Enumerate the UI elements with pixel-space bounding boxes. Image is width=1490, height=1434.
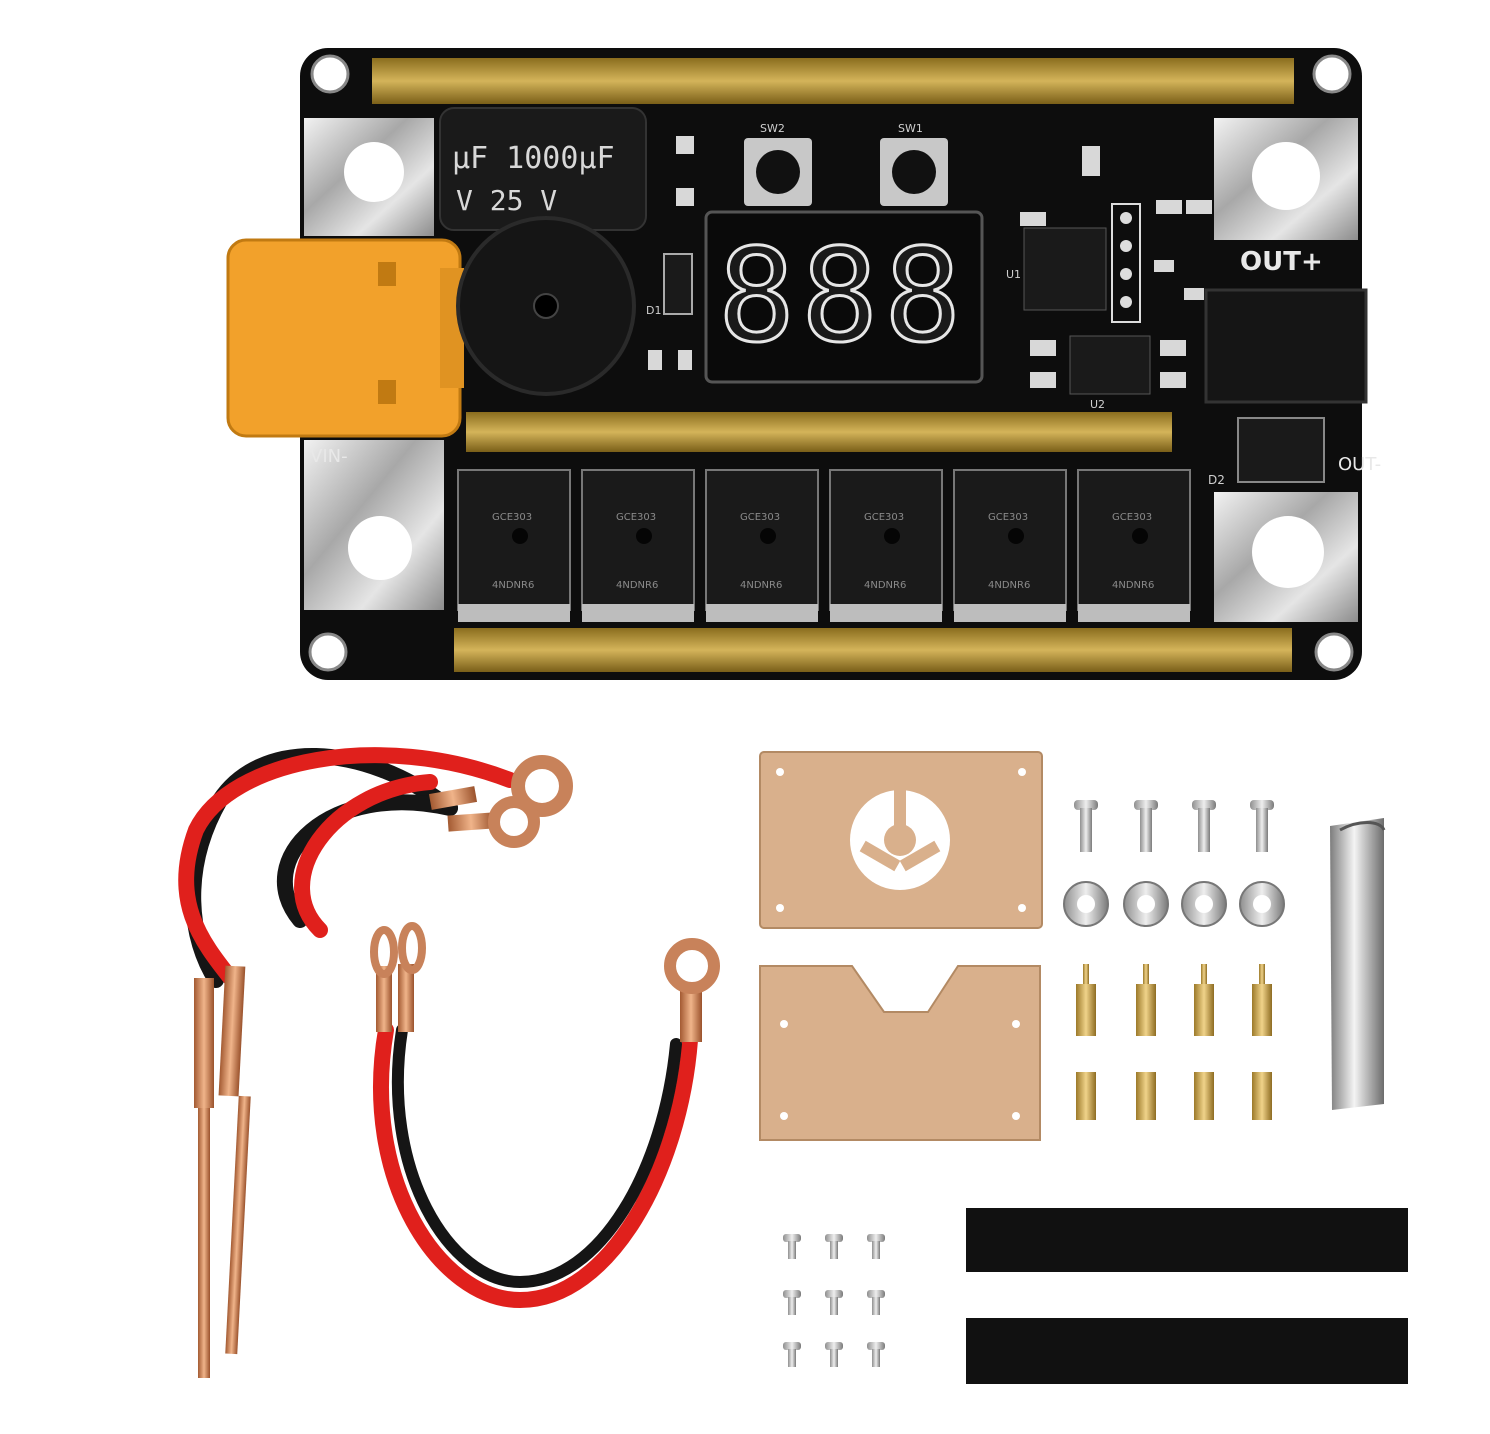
- brass-standoff-short: [1076, 1072, 1096, 1120]
- nickel-strip-roll: [1330, 818, 1386, 1110]
- silk-out-plus: OUT+: [1240, 247, 1323, 277]
- smd-components: [648, 136, 1212, 388]
- brass-standoff-long: [1194, 964, 1214, 1036]
- mount-hole-top-left: [310, 54, 350, 94]
- welding-pen-right: [218, 965, 251, 1355]
- electrolytic-capacitor: μF 1000μF V 25 V: [439, 107, 647, 231]
- mosfet-label: GCE303: [616, 512, 656, 523]
- mount-hole-bottom-left: [308, 632, 348, 672]
- mosfet: GCE303 4NDNR6: [581, 469, 695, 622]
- hex-nut: [1239, 881, 1285, 927]
- hex-nut: [1063, 881, 1109, 927]
- mosfet-label: 4NDNR6: [492, 580, 534, 591]
- silk-d1: D1: [646, 304, 661, 317]
- screw-small: [867, 1234, 885, 1259]
- wire-short-black: [392, 1024, 682, 1289]
- xt60-connector: [226, 238, 464, 438]
- ring-terminal-1: [428, 755, 573, 817]
- brass-bar-middle: [466, 412, 1172, 452]
- screw-large: [1074, 800, 1098, 852]
- screw-small: [867, 1342, 885, 1367]
- capacitor-label-bottom: V 25 V: [456, 184, 557, 217]
- hardware-kit: [783, 800, 1285, 1367]
- brass-standoff-short: [1252, 1072, 1272, 1120]
- wire-short-red: [373, 1022, 698, 1309]
- screw-small: [783, 1342, 801, 1367]
- mosfet-label: 4NDNR6: [740, 580, 782, 591]
- mosfet: GCE303 4NDNR6: [1077, 469, 1191, 622]
- mosfet-label: 4NDNR6: [864, 580, 906, 591]
- silk-d2: D2: [1208, 473, 1225, 487]
- heatshrink-tube-1: [966, 1208, 1408, 1272]
- sw2-button: SW2: [744, 122, 812, 206]
- welding-pen-left: [194, 978, 214, 1378]
- brass-standoff-long: [1252, 964, 1272, 1036]
- screw-large: [1250, 800, 1274, 852]
- screw-small: [825, 1234, 843, 1259]
- mosfet-label: 4NDNR6: [616, 580, 658, 591]
- mosfet-label: 4NDNR6: [1112, 580, 1154, 591]
- mosfet-label: GCE303: [492, 512, 532, 523]
- hex-nut: [1123, 881, 1169, 927]
- silk-sw2: SW2: [760, 122, 785, 135]
- mosfet-label: GCE303: [740, 512, 780, 523]
- screw-large: [1134, 800, 1158, 852]
- seven-segment-display: 888: [704, 210, 984, 384]
- input-lead: [373, 1022, 698, 1309]
- display-digits: 888: [718, 222, 967, 371]
- screw-small: [783, 1234, 801, 1259]
- capacitor-label-top: μF 1000μF: [452, 141, 615, 176]
- screw-small: [783, 1290, 801, 1315]
- mosfet: GCE303 4NDNR6: [829, 469, 943, 622]
- screw-large: [1192, 800, 1216, 852]
- diode-d1: [663, 253, 693, 315]
- dc-jack: [1204, 288, 1368, 404]
- output-lead-with-pens: [178, 747, 518, 988]
- screw-small: [867, 1290, 885, 1315]
- mosfet-label: GCE303: [1112, 512, 1152, 523]
- mosfet-row: GCE3034NDNR6GCE3034NDNR6GCE3034NDNR6GCE3…: [457, 469, 1191, 622]
- brass-standoff-long: [1136, 964, 1156, 1036]
- ring-terminal-4: [398, 922, 426, 1032]
- acrylic-top-plate: [759, 751, 1043, 929]
- mount-hole-bottom-right: [1314, 632, 1354, 672]
- ring-terminal-5: [664, 938, 720, 1042]
- mosfet: GCE303 4NDNR6: [457, 469, 571, 622]
- mount-hole-top-right: [1312, 54, 1352, 94]
- brass-bar-bottom: [454, 628, 1292, 672]
- mosfet: GCE303 4NDNR6: [953, 469, 1067, 622]
- buzzer: [456, 216, 636, 396]
- hex-nut: [1181, 881, 1227, 927]
- chip-u1: U1: [1006, 227, 1107, 311]
- brass-bar-top: [372, 58, 1294, 104]
- heatshrink-tube-2: [966, 1318, 1408, 1384]
- mosfet: GCE303 4NDNR6: [705, 469, 819, 622]
- brass-standoff-long: [1076, 964, 1096, 1036]
- silk-u2: U2: [1090, 398, 1105, 411]
- silk-vin-minus: VIN-: [310, 446, 348, 467]
- screw-small: [825, 1342, 843, 1367]
- mosfet-label: GCE303: [864, 512, 904, 523]
- brass-standoff-short: [1136, 1072, 1156, 1120]
- mosfet-label: 4NDNR6: [988, 580, 1030, 591]
- screw-small: [825, 1290, 843, 1315]
- silk-out-minus: OUT-: [1338, 454, 1381, 475]
- ring-terminal-3: [370, 926, 398, 1032]
- acrylic-bottom-plate: [759, 965, 1041, 1141]
- brass-standoff-short: [1194, 1072, 1214, 1120]
- silk-sw1: SW1: [898, 122, 923, 135]
- sw1-button: SW1: [880, 122, 948, 206]
- diode-d2: [1237, 417, 1325, 483]
- wire-red-loop: [178, 747, 518, 988]
- chip-u2: U2: [1069, 335, 1151, 411]
- mosfet-label: GCE303: [988, 512, 1028, 523]
- ring-terminal-2: [447, 796, 540, 848]
- silk-u1: U1: [1006, 268, 1021, 281]
